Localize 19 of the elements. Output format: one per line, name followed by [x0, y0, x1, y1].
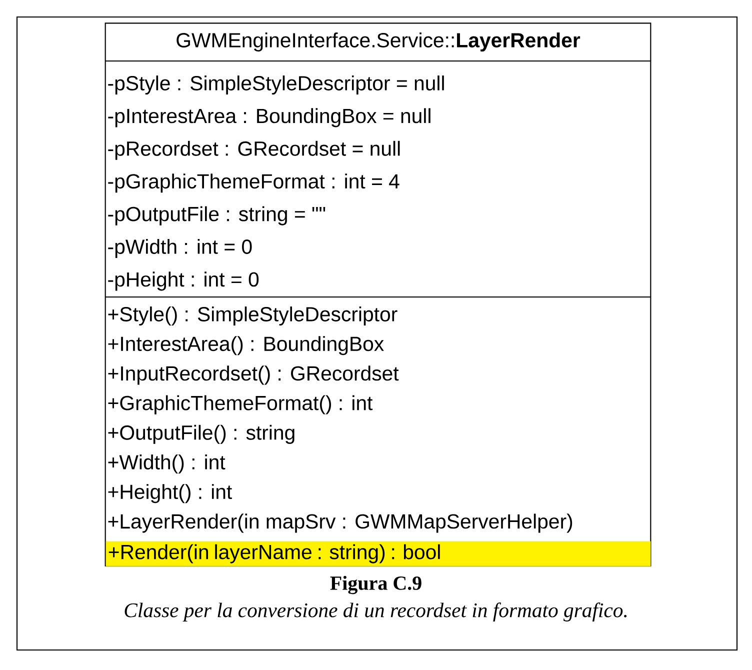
- class-name: GWMEngineInterface.Service::LayerRender: [176, 32, 580, 52]
- attribute-text: -pWidth : int = 0: [108, 238, 252, 258]
- method-text: +InterestArea() : BoundingBox: [108, 336, 384, 356]
- method-text: +Width() : int: [108, 454, 226, 474]
- highlighted-method: +Render(in layerName : string) : bool: [106, 541, 651, 566]
- attribute-text: -pGraphicThemeFormat : int = 4: [108, 174, 400, 193]
- method-text: +OutputFile() : string: [108, 424, 294, 444]
- figure-number: Figura C.9: [330, 576, 422, 594]
- attribute-text: -pHeight : int = 0: [108, 272, 259, 291]
- attribute-text: -pStyle : SimpleStyleDescriptor = null: [108, 75, 444, 95]
- method-text: +Height() : int: [108, 484, 232, 504]
- method-text: +Style() : SimpleStyleDescriptor: [108, 306, 398, 326]
- attribute-text: -pRecordset : GRecordset = null: [108, 140, 400, 160]
- attribute-text: -pInterestArea : BoundingBox = null: [108, 108, 430, 128]
- method-text: +LayerRender(in mapSrv : GWMMapServerHelper): [108, 514, 572, 533]
- method-text: +InputRecordset() : GRecordset: [108, 366, 399, 385]
- attribute-text: -pOutputFile : string = "": [108, 206, 326, 226]
- figure-caption: Classe per la conversione di un recordset in formato grafico.: [124, 602, 627, 622]
- method-text: +GraphicThemeFormat() : int: [108, 395, 373, 414]
